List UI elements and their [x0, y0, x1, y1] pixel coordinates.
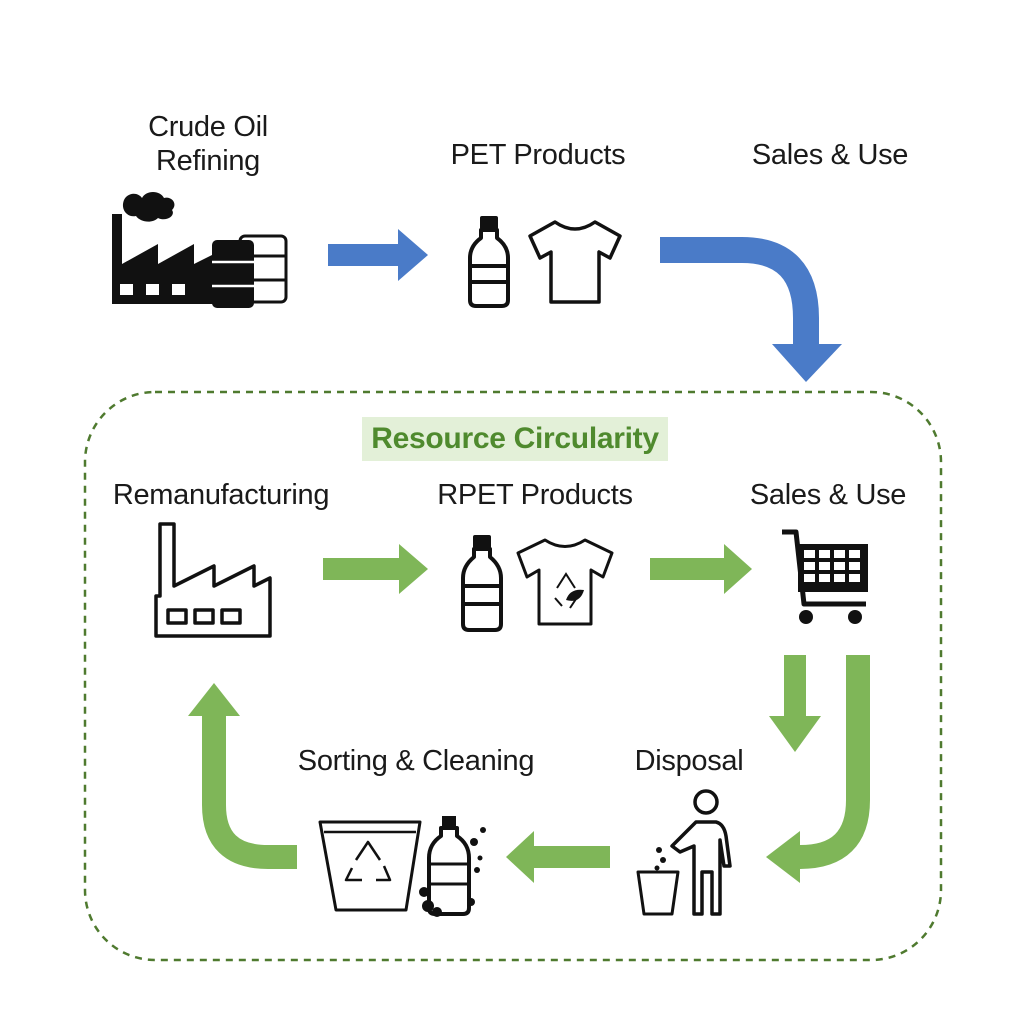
disposal-label: Disposal: [634, 745, 744, 777]
crude-oil-refining-label-line2: Refining: [156, 145, 260, 177]
arrow-disposal-to-sorting: [506, 831, 610, 883]
arrow-sales-to-circular: [660, 237, 842, 382]
arrow-rpet-to-sales: [650, 544, 752, 594]
dirty-bottle-icon: [419, 816, 486, 917]
oil-barrels-icon: [212, 234, 288, 308]
crude-oil-refining-label: Crude Oil Refining: [108, 110, 308, 178]
arrow-refining-to-pet: [328, 229, 428, 281]
circularity-title: Resource Circularity: [371, 422, 659, 455]
recycled-t-shirt-icon: [516, 538, 614, 626]
rpet-products-label: RPET Products: [437, 479, 633, 511]
sales-use-label: Sales & Use: [751, 139, 909, 171]
recycle-bin-icon: [318, 820, 422, 912]
t-shirt-icon: [528, 220, 622, 304]
circularity-boundary: [83, 390, 943, 962]
arrow-sorting-to-remanufacturing: [188, 683, 297, 869]
person-disposing-icon: [670, 789, 732, 916]
remanufacturing-label: Remanufacturing: [112, 479, 330, 511]
arrow-sales-loop-to-disposal: [766, 655, 870, 883]
refinery-icon: [112, 192, 214, 304]
crude-oil-refining-label-line1: Crude Oil: [148, 111, 268, 143]
pet-products-label: PET Products: [450, 139, 626, 171]
rpet-bottle-icon: [461, 535, 503, 632]
circularity-title-background: [362, 417, 668, 461]
trash-bin-icon: [636, 847, 680, 916]
plastic-bottle-icon: [468, 216, 510, 308]
arrow-remanufacturing-to-rpet: [323, 544, 428, 594]
sorting-cleaning-label: Sorting & Cleaning: [297, 745, 535, 777]
circular-sales-use-label: Sales & Use: [749, 479, 907, 511]
shopping-cart-icon: [782, 529, 868, 624]
factory-icon: [154, 522, 272, 638]
arrow-sales-to-disposal: [769, 655, 821, 752]
